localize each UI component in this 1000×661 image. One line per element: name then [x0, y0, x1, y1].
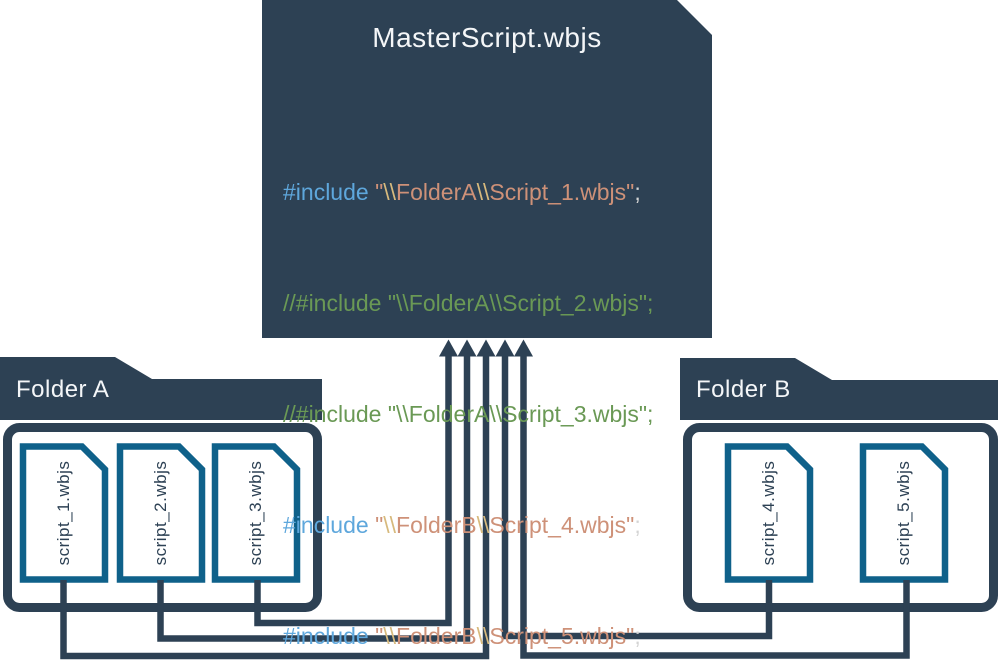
arrow-up-icon	[439, 339, 458, 357]
folder-b-tab-shape	[680, 358, 998, 420]
connector-script-4	[495, 339, 773, 640]
code-line-include-script-5: #include "\\FolderB\\Script_5.wbjs";	[283, 623, 641, 649]
file-label-script-3: script_3.wbjs	[246, 460, 265, 566]
arrow-up-icon	[495, 339, 515, 357]
file-label-script-2: script_2.wbjs	[151, 460, 170, 566]
arrow-up-icon	[457, 339, 477, 357]
code-line-commented-script-3: //#include "\\FolderA\\Script_3.wbjs";	[283, 401, 654, 427]
code-line-include-script-1: #include "\\FolderA\\Script_1.wbjs";	[283, 179, 641, 205]
connector-script-5	[514, 339, 910, 659]
folder-b-body-shape	[683, 423, 998, 612]
code-line-commented-script-2: //#include "\\FolderA\\Script_2.wbjs";	[283, 290, 654, 316]
file-icon-script-4	[724, 443, 814, 583]
code-block: #include "\\FolderA\\Script_1.wbjs"; //#…	[283, 100, 703, 661]
folder-a-label: Folder A	[16, 376, 110, 403]
file-icon-script-3	[211, 443, 301, 583]
code-line-include-script-4: #include "\\FolderB\\Script_4.wbjs";	[283, 512, 641, 538]
folder-b-label: Folder B	[696, 376, 791, 403]
file-label-script-1: script_1.wbjs	[54, 460, 73, 566]
arrow-up-icon	[514, 339, 533, 357]
connector-script-2	[157, 339, 477, 642]
folder-a-tab-shape	[0, 357, 322, 420]
arrow-up-icon	[476, 339, 496, 357]
file-label-script-4: script_4.wbjs	[759, 460, 778, 566]
file-icon-script-5	[859, 443, 949, 583]
connector-script-3	[254, 339, 458, 627]
connector-script-1	[60, 339, 496, 660]
file-icon-script-1	[19, 443, 109, 583]
file-label-script-5: script_5.wbjs	[894, 460, 913, 566]
file-icon-script-2	[116, 443, 206, 583]
master-document-shape	[262, 0, 712, 338]
master-script-title: MasterScript.wbjs	[372, 22, 602, 53]
